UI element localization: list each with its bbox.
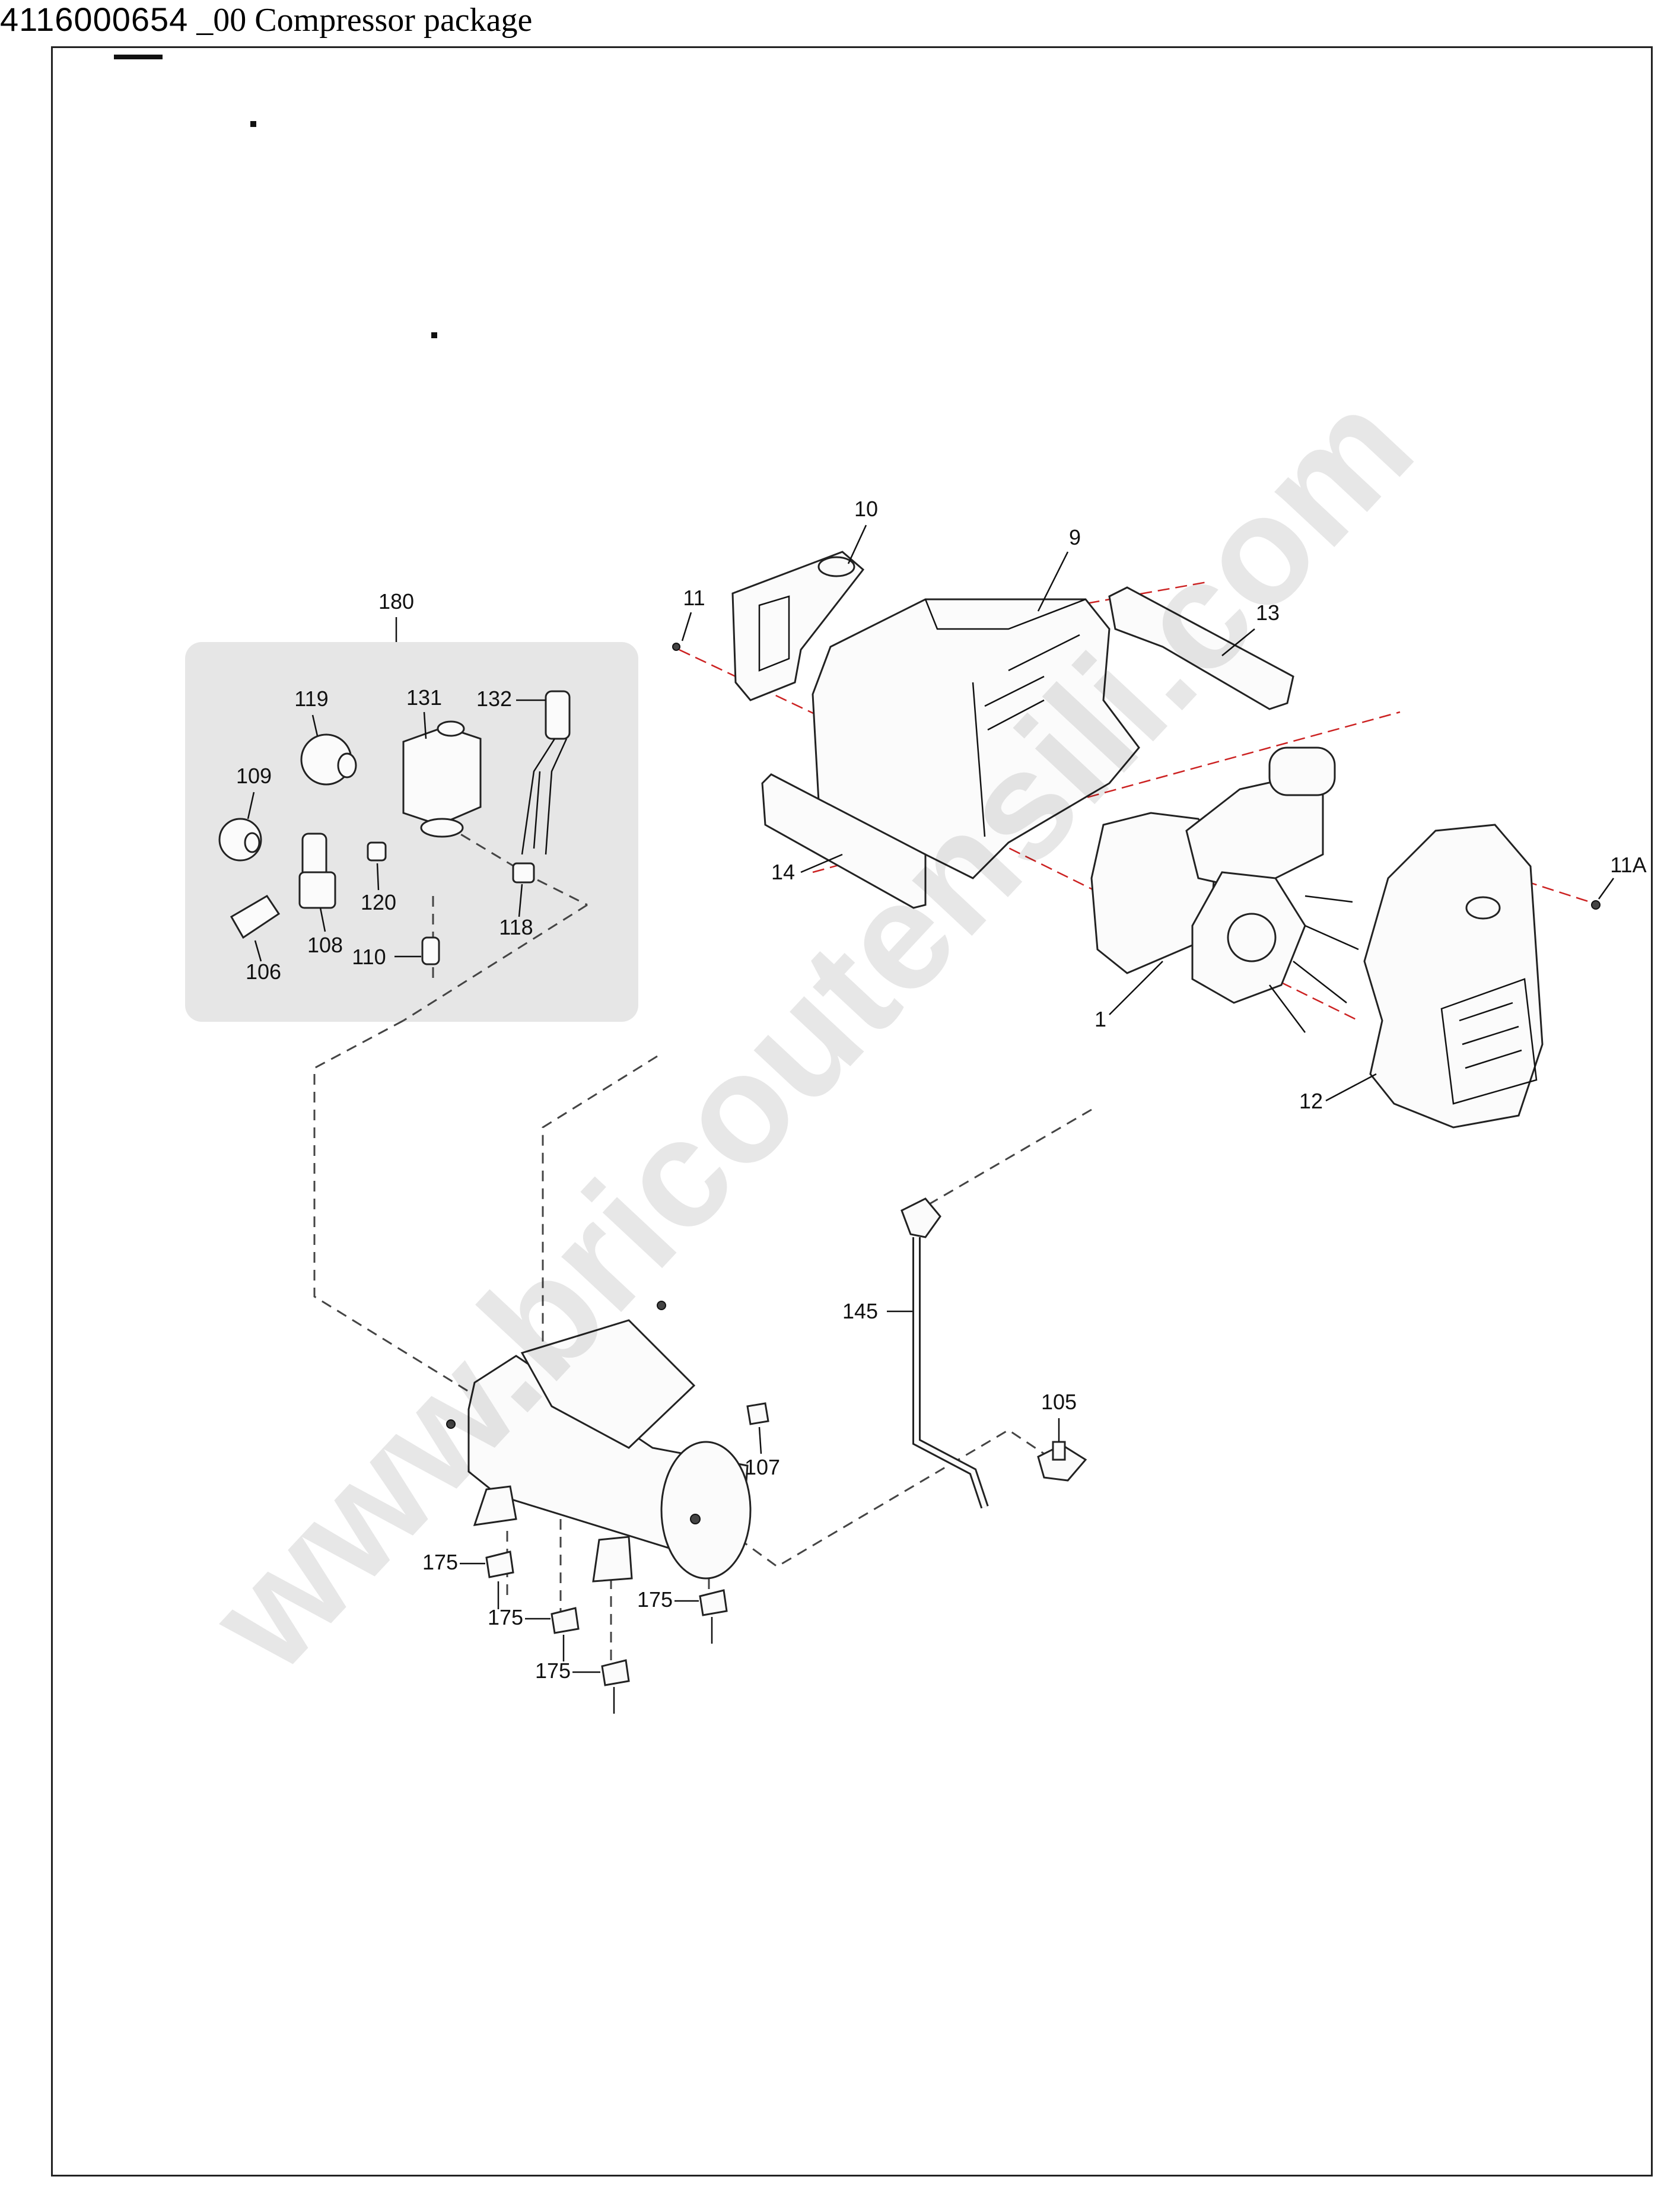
callout-118: 118 [499, 884, 533, 939]
svg-text:175: 175 [535, 1658, 571, 1683]
assembly-line [928, 1108, 1092, 1206]
callout-9: 9 [1037, 525, 1081, 612]
part-12-cover [1363, 824, 1544, 1129]
svg-text:1: 1 [1094, 1007, 1106, 1031]
part-119-gauge [300, 733, 357, 786]
document-title: 4116000654 _00 Compressor package [0, 0, 532, 42]
part-106-coupler [230, 894, 281, 939]
part-11a-screw [1591, 900, 1601, 910]
callout-110: 110 [352, 945, 421, 969]
callout-119: 119 [294, 687, 329, 736]
assembly-line [506, 1519, 710, 1673]
part-105-check-valve [1037, 1441, 1087, 1482]
callout-105: 105 [1041, 1390, 1077, 1442]
callout-107: 107 [744, 1426, 780, 1479]
callout-131: 131 [406, 685, 442, 739]
svg-text:145: 145 [842, 1299, 878, 1323]
part-120-fitting [367, 841, 387, 862]
callout-14: 14 [771, 853, 843, 884]
part-13-rail [1108, 586, 1294, 710]
callout-10: 10 [847, 497, 878, 564]
svg-text:175: 175 [488, 1605, 523, 1629]
callout-120: 120 [361, 863, 396, 914]
part-132-power-cord [521, 690, 571, 855]
callout-108: 108 [307, 907, 343, 957]
svg-text:12: 12 [1299, 1089, 1323, 1113]
callout-106: 106 [246, 940, 281, 984]
svg-text:131: 131 [406, 685, 442, 710]
marker-dot [250, 121, 256, 127]
part-108-regulator [298, 833, 336, 909]
drawing-frame [51, 46, 1653, 2177]
tank-screw [446, 1301, 666, 1429]
svg-text:107: 107 [744, 1455, 780, 1479]
svg-text:120: 120 [361, 890, 396, 914]
callout-11: 11 [681, 586, 705, 641]
svg-text:175: 175 [422, 1550, 458, 1574]
svg-text:105: 105 [1041, 1390, 1077, 1414]
svg-text:119: 119 [294, 687, 328, 711]
svg-text:132: 132 [476, 687, 512, 711]
part-175-foot [601, 1659, 630, 1714]
svg-text:9: 9 [1069, 525, 1081, 549]
part-109-gauge [218, 818, 262, 862]
svg-text:11A: 11A [1610, 853, 1646, 877]
svg-text:11: 11 [683, 586, 705, 610]
svg-text:118: 118 [499, 915, 533, 939]
group-180-panel [185, 642, 638, 1022]
part-107-drain-valve [746, 1402, 769, 1425]
callout-145: 145 [842, 1299, 912, 1323]
callout-132: 132 [476, 687, 546, 711]
svg-text:13: 13 [1256, 600, 1280, 625]
group-180-label: 180 [378, 589, 414, 614]
part-9-shroud [812, 598, 1140, 879]
svg-text:109: 109 [236, 764, 272, 788]
svg-text:14: 14 [771, 860, 795, 884]
part-1-motor-pump [1090, 746, 1359, 1033]
title-underline [114, 55, 163, 59]
callout-175: 175 [488, 1605, 551, 1629]
callout-13: 13 [1221, 600, 1280, 656]
part-14-rail [761, 773, 927, 909]
callout-109: 109 [236, 764, 272, 819]
callout-11a: 11A [1598, 853, 1647, 900]
svg-text:10: 10 [854, 497, 878, 521]
part-10-end-cap [731, 551, 865, 701]
part-175-foot [485, 1550, 514, 1609]
watermark: www.bricoutensili.com [176, 360, 1444, 1704]
svg-text:110: 110 [352, 945, 386, 969]
air-tank [467, 1319, 752, 1583]
svg-text:108: 108 [307, 933, 343, 957]
assembly-line [542, 1055, 658, 1347]
callout-175: 175 [637, 1587, 699, 1612]
part-175-foot [699, 1589, 728, 1644]
document-subtitle: _00 Compressor package [188, 2, 533, 39]
part-118-fitting [512, 862, 535, 884]
part-175-foot [551, 1607, 580, 1661]
callout-175: 175 [535, 1658, 600, 1683]
part-number: 4116000654 [0, 1, 189, 38]
svg-text:175: 175 [637, 1587, 673, 1612]
part-11-screw [672, 643, 680, 651]
part-131-pressure-switch [402, 720, 482, 838]
assembly-line [313, 1019, 469, 1393]
callout-1: 1 [1094, 961, 1163, 1031]
callout-12: 12 [1299, 1073, 1377, 1113]
marker-dot [431, 332, 437, 338]
svg-text:106: 106 [246, 959, 281, 984]
callout-175: 175 [422, 1550, 485, 1574]
assembly-line [695, 1429, 1054, 1568]
part-145-hose [901, 1197, 989, 1509]
part-110-valve [421, 936, 440, 965]
